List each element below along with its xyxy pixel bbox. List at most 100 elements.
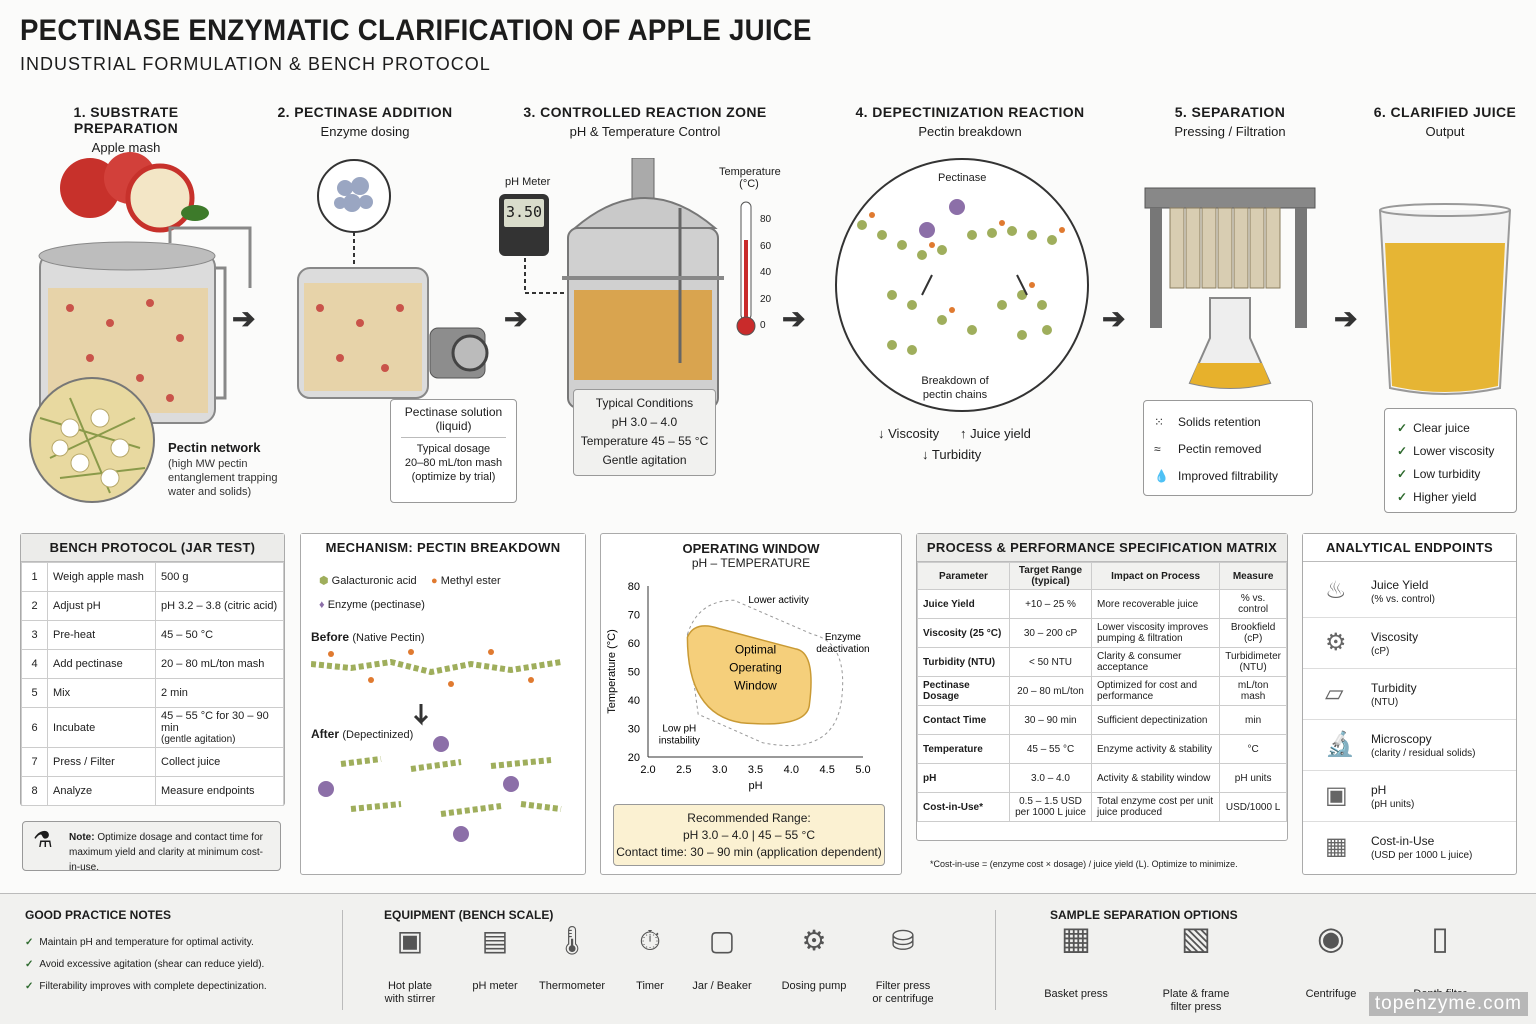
plate-frame-press-icon: ▧ xyxy=(1180,920,1212,956)
x-tick-label: 3.5 xyxy=(748,764,763,776)
y-tick-label: 50 xyxy=(628,667,640,679)
bench-note: ⚗ Note: Optimize dosage and contact time… xyxy=(22,821,281,873)
droplet-icon: 💧 xyxy=(1154,469,1169,483)
check-icon: ✓ xyxy=(25,959,34,970)
x-tick-label: 2.5 xyxy=(676,764,691,776)
basket-press-icon: ▦ xyxy=(1060,920,1092,956)
clarified-juice-beaker xyxy=(1379,203,1511,395)
optimal-label: Window xyxy=(734,679,777,693)
check-icon: ✓ xyxy=(25,937,34,948)
x-tick-label: 5.0 xyxy=(855,764,870,776)
endpoint-item: 🔬Microscopy(clarity / residual solids) xyxy=(1303,719,1516,770)
flow-arrow-icon: ➔ xyxy=(504,303,528,334)
hot-plate-icon: ▣ xyxy=(396,925,424,956)
turbidity-vial-icon: ▱ xyxy=(1325,680,1344,707)
endpoint-item: ▱Turbidity(NTU) xyxy=(1303,668,1516,719)
depectinization-illustration xyxy=(835,158,1089,412)
pectinase-solution-box: Pectinase solution(liquid) Typical dosag… xyxy=(390,399,517,503)
check-icon: ✓ xyxy=(1397,467,1408,481)
optimal-label: Optimal xyxy=(735,643,776,657)
optimal-region xyxy=(686,625,812,725)
pectinase-label: Pectinase xyxy=(938,172,987,184)
arrow-down-icon: ↓ xyxy=(922,447,929,462)
table-row: Cost-in-Use*0.5 – 1.5 USD per 1000 L jui… xyxy=(917,792,1287,822)
x-tick-label: 4.0 xyxy=(784,764,799,776)
y-tick-label: 80 xyxy=(628,581,640,593)
y-tick-label: 60 xyxy=(628,638,640,650)
dot-icon: ● xyxy=(431,575,438,587)
enzyme-deactivation-label: Enzyme xyxy=(825,632,862,643)
separation-item: ▯Depth filter xyxy=(1390,920,1490,1001)
flow-arrow-icon: ➔ xyxy=(782,303,806,334)
check-icon: ✓ xyxy=(25,981,34,992)
turbidity-down: ↓ Turbidity xyxy=(922,447,982,462)
check-icon: ✓ xyxy=(1397,444,1408,458)
pectin-network-label: Pectin network xyxy=(168,440,261,455)
endpoint-item: ⚙Viscosity(cP) xyxy=(1303,617,1516,668)
arrow-down-icon: ↓ xyxy=(878,426,885,441)
equipment-item: ▢Jar / Beaker xyxy=(677,925,767,993)
filter-press-icon: ⛁ xyxy=(891,925,915,956)
y-tick-label: 30 xyxy=(628,724,640,736)
reactor-illustration xyxy=(524,158,724,409)
juice-yield-up: ↑ Juice yield xyxy=(960,426,1031,441)
page-title: PECTINASE ENZYMATIC CLARIFICATION OF APP… xyxy=(20,14,812,47)
spec-matrix-panel: PROCESS & PERFORMANCE SPECIFICATION MATR… xyxy=(916,533,1288,841)
thermometer-icon: 🌡 xyxy=(554,925,590,956)
depth-filter-icon: ▯ xyxy=(1431,920,1449,956)
flow-arrow-icon: ➔ xyxy=(1334,303,1358,334)
temperature-label: Temperature(°C) xyxy=(719,166,781,190)
enzyme-deactivation-label: deactivation xyxy=(816,644,869,655)
beaker-icon: ▢ xyxy=(708,925,736,956)
x-tick-label: 4.5 xyxy=(820,764,835,776)
viscometer-icon: ⚙ xyxy=(1325,629,1347,656)
cost-in-use-footnote: *Cost-in-use = (enzyme cost × dosage) / … xyxy=(930,859,1238,869)
equipment-item: ⏱Timer xyxy=(605,925,695,993)
footer-band: GOOD PRACTICE NOTES ✓Maintain pH and tem… xyxy=(0,893,1536,1024)
microscope-icon: 🔬 xyxy=(1325,731,1355,758)
endpoint-item: ▦Cost-in-Use(USD per 1000 L juice) xyxy=(1303,821,1516,872)
pectin-chain-diagram xyxy=(311,649,562,842)
x-tick-label: 3.0 xyxy=(712,764,727,776)
ph-meter-label: pH Meter xyxy=(505,176,551,188)
thermometer-icon xyxy=(736,201,756,336)
check-icon: ✓ xyxy=(1397,421,1408,435)
mash-tank-illustration xyxy=(29,152,252,503)
equipment-item: ⚙Dosing pump xyxy=(769,927,859,993)
timer-icon: ⏱ xyxy=(639,925,661,956)
viscosity-down: ↓ Viscosity xyxy=(878,426,940,441)
centrifuge-icon: ◉ xyxy=(1317,920,1345,956)
low-ph-label: Low pH xyxy=(662,723,696,734)
separation-item: ◉Centrifuge xyxy=(1281,920,1381,1001)
y-tick-label: 20 xyxy=(628,752,640,764)
beaker-icon: ♨ xyxy=(1325,577,1347,604)
endpoint-item: ▣pH(pH units) xyxy=(1303,770,1516,821)
arrow-up-icon: ↑ xyxy=(960,426,967,441)
low-ph-label: instability xyxy=(659,735,700,746)
